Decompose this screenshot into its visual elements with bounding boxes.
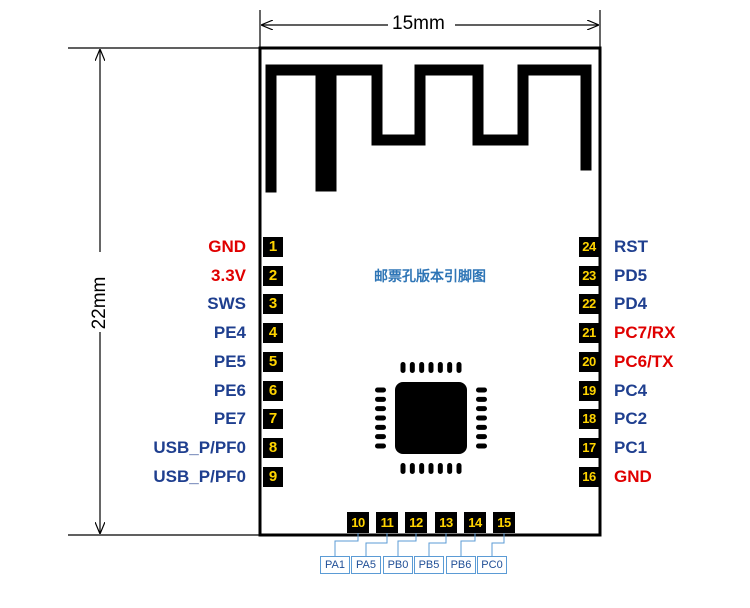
version-note: 邮票孔版本引脚图 [374, 268, 486, 284]
pin-12-label: PB0 [383, 556, 413, 574]
width-dimension [259, 10, 601, 48]
pin-23-label: PD5 [614, 266, 648, 285]
pin-3: 3 [263, 294, 283, 314]
pin-6-label: PE6 [213, 381, 246, 400]
pin-15-label: PC0 [477, 556, 507, 574]
pin-17-label: PC1 [614, 438, 648, 457]
pin-5-label: PE5 [213, 352, 246, 371]
pin-13: 13 [435, 512, 457, 533]
height-dimension [68, 47, 260, 536]
pin-4: 4 [263, 323, 283, 343]
pin-18: 18 [579, 409, 599, 429]
bottom-pin-leaders [334, 533, 505, 556]
leader-line-15 [491, 533, 505, 556]
pin-1-label: GND [208, 237, 246, 256]
pin-11: 11 [376, 512, 398, 533]
pin-22-label: PD4 [614, 294, 648, 313]
leader-line-14 [460, 533, 476, 556]
pin-7-label: PE7 [213, 409, 246, 428]
pin-15: 15 [493, 512, 515, 533]
pin-10-label: PA1 [320, 556, 350, 574]
pin-16: 16 [579, 467, 599, 487]
pin-20: 20 [579, 352, 599, 372]
pin-21-label: PC7/RX [614, 323, 676, 342]
pin-1: 1 [263, 237, 283, 257]
pin-11-label: PA5 [351, 556, 381, 574]
leader-line-13 [428, 533, 447, 556]
pin-10: 10 [347, 512, 369, 533]
qfn-chip [375, 362, 487, 474]
pin-23: 23 [579, 266, 599, 286]
pin-5: 5 [263, 352, 283, 372]
pin-24: 24 [579, 237, 599, 257]
height-dimension-label: 22mm [89, 276, 110, 330]
pin-2: 2 [263, 266, 283, 286]
pin-3-label: SWS [207, 294, 246, 313]
pin-9: 9 [263, 467, 283, 487]
pin-20-label: PC6/TX [614, 352, 674, 371]
pin-7: 7 [263, 409, 283, 429]
pin-9-label: USB_P/PF0 [153, 467, 246, 486]
pin-8: 8 [263, 438, 283, 458]
leader-line-11 [365, 533, 388, 556]
pin-14: 14 [464, 512, 486, 533]
pin-2-label: 3.3V [211, 266, 246, 285]
pin-24-label: RST [614, 237, 648, 256]
pcb-antenna [265, 64, 592, 193]
leader-line-12 [397, 533, 417, 556]
pin-6: 6 [263, 381, 283, 401]
pin-22: 22 [579, 294, 599, 314]
pin-17: 17 [579, 438, 599, 458]
pin-21: 21 [579, 323, 599, 343]
pin-4-label: PE4 [213, 323, 246, 342]
pin-8-label: USB_P/PF0 [153, 438, 246, 457]
pin-13-label: PB5 [414, 556, 444, 574]
leader-line-10 [334, 533, 359, 556]
pin-14-label: PB6 [446, 556, 476, 574]
pin-12: 12 [405, 512, 427, 533]
pin-19-label: PC4 [614, 381, 648, 400]
pin-19: 19 [579, 381, 599, 401]
module-outline [258, 46, 602, 537]
pin-16-label: GND [614, 467, 652, 486]
width-dimension-label: 15mm [392, 13, 445, 34]
pin-18-label: PC2 [614, 409, 648, 428]
